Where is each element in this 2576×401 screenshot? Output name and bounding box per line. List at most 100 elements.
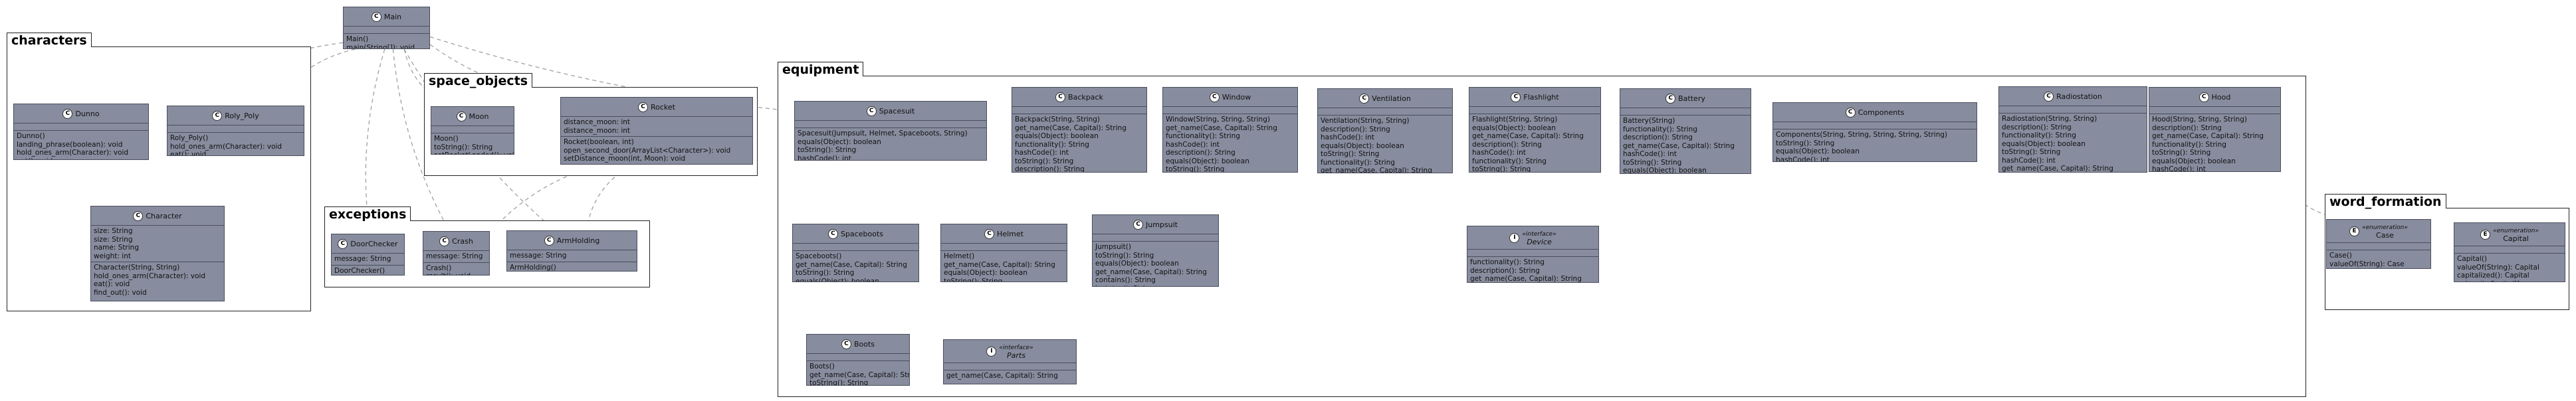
class-divider (91, 225, 224, 226)
class-name: Spacesuit (879, 106, 915, 116)
class-attributes (1163, 107, 1297, 114)
class-name: Flashlight (1523, 92, 1559, 102)
class-stereotype: «interface» (999, 344, 1033, 351)
method: Moon() (434, 135, 459, 143)
class-name: Ventilation (1372, 94, 1411, 103)
method: equals(Object): boolean (1015, 132, 1099, 140)
class-methods: Character(String, String)hold_ones_arm(C… (91, 262, 224, 298)
edge-main-to-spacesuit (429, 36, 795, 112)
class-badge-icon: C (338, 239, 348, 249)
class-divider (423, 262, 489, 263)
method: equals(Object): boolean (796, 277, 879, 282)
method: get_name(Case, Capital): String (2002, 165, 2113, 173)
class-attributes: message: String (332, 254, 404, 265)
method: Main() (346, 35, 369, 43)
class-name: Case (2376, 230, 2394, 240)
method: hashCode(): int (1623, 150, 1677, 158)
edge-main-to-crash (392, 48, 450, 232)
class-methods: Spacesuit(Jumpsuit, Helmet, Spaceboots, … (795, 128, 986, 160)
class-badge-icon: C (133, 211, 144, 221)
attribute: name: String (94, 244, 139, 252)
method: Capital() (2457, 255, 2488, 263)
method: get_name(Case, Capital): String (1095, 268, 1207, 276)
method: DoorChecker() (334, 266, 385, 275)
interface-badge-icon: I (986, 347, 997, 357)
class-name: DoorChecker (350, 239, 398, 248)
class-methods: Window(String, String, String)get_name(C… (1163, 114, 1297, 172)
class-title: Ventilation (1372, 94, 1411, 103)
class-divider (1318, 115, 1452, 116)
class-badge-icon: C (544, 236, 554, 246)
class-divider (2454, 253, 2565, 254)
class-name: ArmHolding (556, 236, 600, 245)
class-attributes (1093, 234, 1218, 241)
class-title: DoorChecker (350, 240, 397, 248)
class-badge-icon: C (1359, 94, 1370, 104)
method: toString(): String (1015, 157, 1074, 165)
class-title: Boots (854, 340, 875, 349)
method: functionality(): String (2152, 140, 2226, 149)
method: hashCode(): int (2002, 156, 2056, 165)
class-title: Components (1858, 108, 1905, 117)
method: toString(): String (1472, 165, 1531, 173)
class-title: Flashlight (1523, 92, 1559, 102)
class-badge-icon: C (866, 106, 877, 116)
method: equals(Object): boolean (2152, 157, 2236, 165)
class-methods: Radiostation(String, String)description(… (1999, 114, 2147, 173)
class-methods: Components(String, String, String, Strin… (1773, 129, 1977, 161)
attribute: weight: int (94, 252, 131, 260)
method: ArmHolding() (510, 263, 556, 272)
class-divider (944, 362, 1076, 363)
class-attributes (2454, 246, 2565, 253)
method: Spaceboots() (796, 252, 842, 260)
class-divider (807, 353, 909, 354)
method: description(): String (1015, 165, 1085, 173)
class-divider (561, 136, 752, 137)
class-header: I«interface»Device (1467, 226, 1598, 249)
method: contains(): String (1095, 276, 1156, 284)
method: description(): String (1623, 133, 1693, 141)
method: eat(): void (94, 280, 130, 288)
class-attributes (1012, 107, 1146, 114)
method: Radiostation(String, String) (2002, 115, 2097, 123)
method: hashCode(): int (1015, 149, 1069, 157)
method: get_name(Case, Capital): String (1623, 141, 1735, 150)
method: equals(Object): boolean (2002, 139, 2086, 148)
class-title: «interface»Device (1522, 230, 1556, 246)
class-badge-icon: C (2044, 92, 2054, 102)
method: get_name(Case, Capital): String (2152, 132, 2264, 140)
method: description(): String (2152, 123, 2222, 132)
class-badge-icon: C (1845, 108, 1856, 118)
